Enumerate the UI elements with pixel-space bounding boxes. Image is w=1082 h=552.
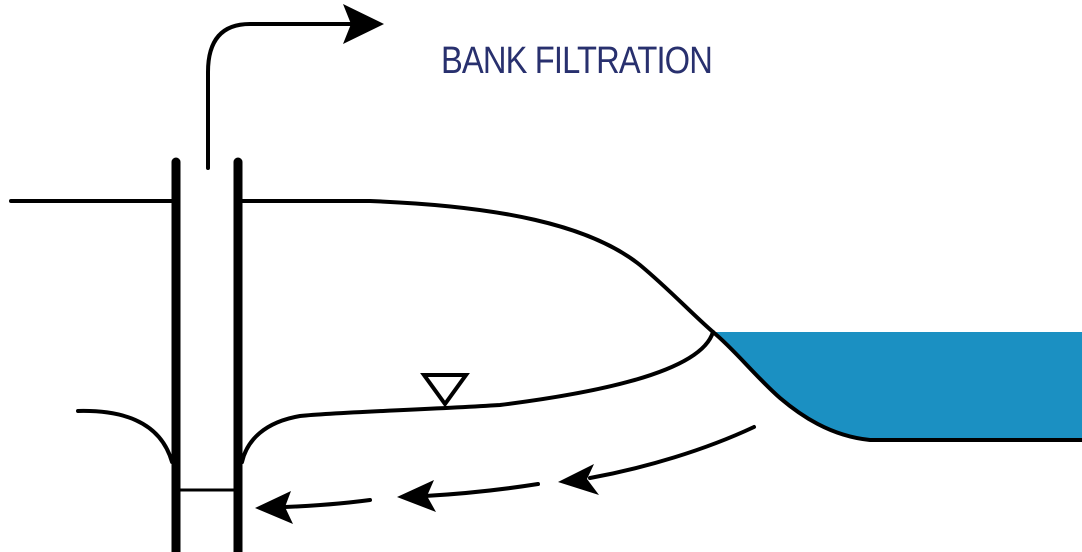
outflow-pipe <box>206 22 354 170</box>
diagram-lines <box>9 22 1082 552</box>
flow-arrowhead-2 <box>397 480 436 512</box>
outflow-arrowhead <box>343 4 384 44</box>
flow-arrowhead-3 <box>255 491 293 524</box>
ground-surface-bank <box>240 199 715 334</box>
flow-arrow-shaft-1 <box>588 425 756 480</box>
flow-arrow-shaft-2 <box>423 482 540 498</box>
drawdown-cone-left <box>76 408 174 464</box>
arrowheads <box>255 4 599 524</box>
water-table-marker-icon <box>420 373 470 408</box>
river-water <box>713 332 1082 440</box>
water-table-line <box>240 330 715 464</box>
flow-arrow-shaft-3 <box>283 498 372 509</box>
river-bed <box>711 330 1082 442</box>
flow-arrowhead-1 <box>558 464 599 495</box>
diagram-title: BANK FILTRATION <box>441 40 713 82</box>
